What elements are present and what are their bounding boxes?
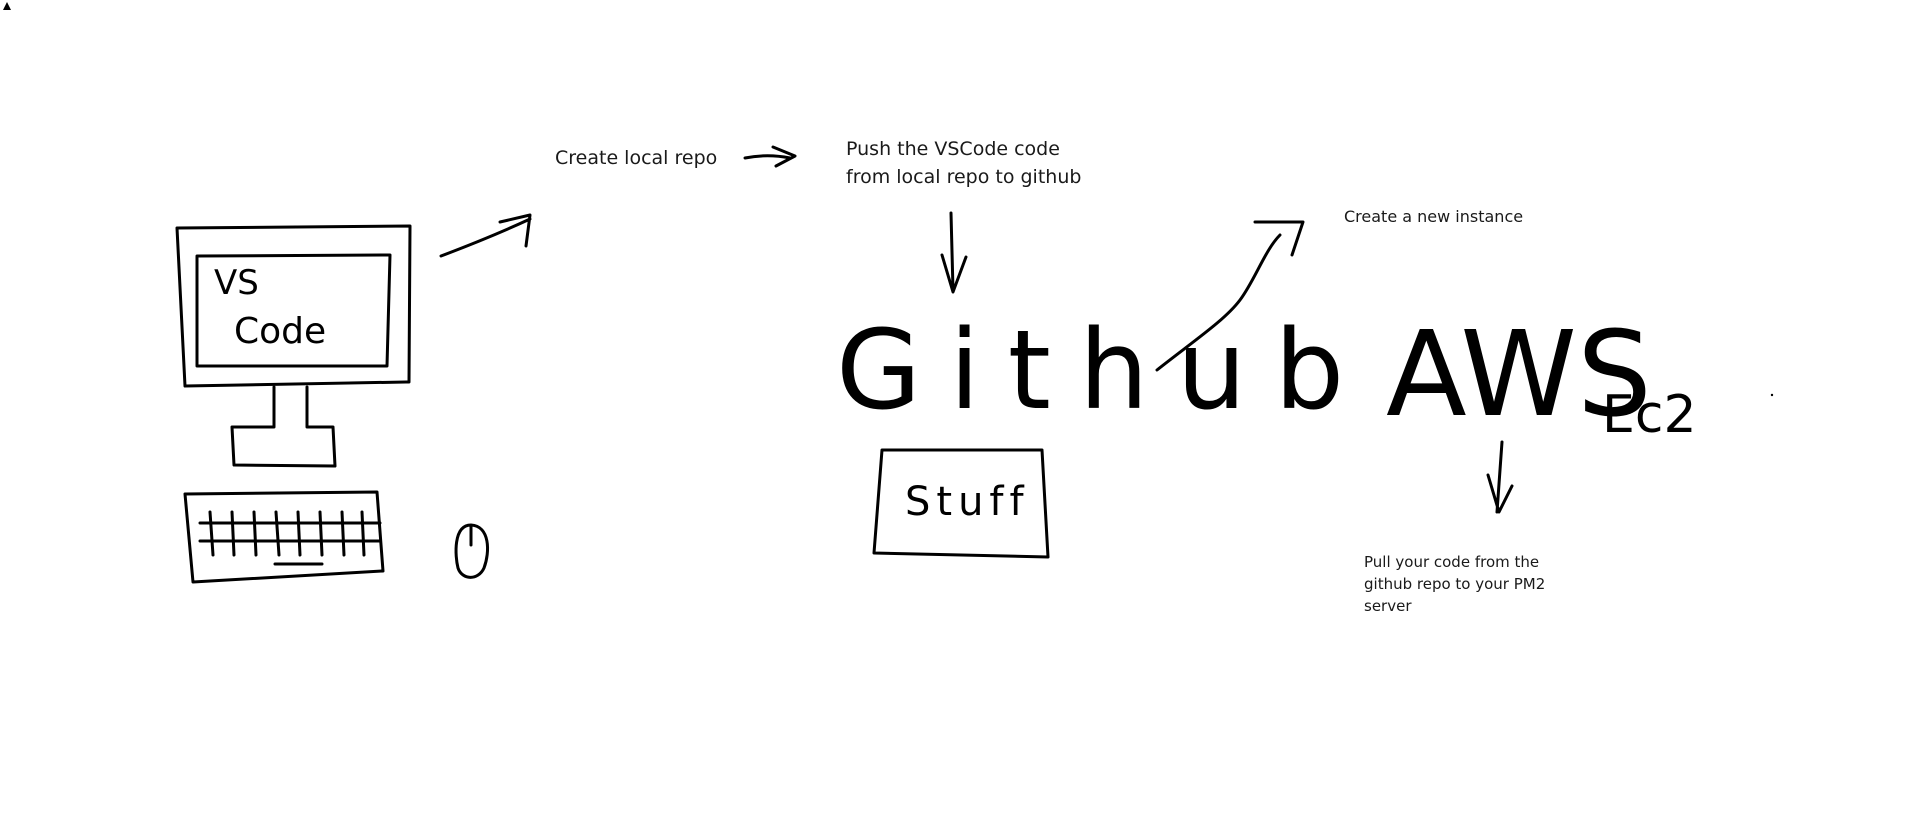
monitor-screen [195, 253, 392, 368]
arrow-local-to-push [743, 145, 797, 168]
step-pull-line-1: Pull your code from the [1364, 553, 1540, 571]
mouse-drawing [454, 523, 490, 579]
computer-drawing [175, 213, 532, 584]
step-push-line-2: from local repo to github [846, 166, 1082, 188]
stray-dot [1770, 393, 1774, 397]
arrow-push-to-github [940, 211, 968, 294]
keyboard-keys [198, 510, 382, 566]
arrow-to-local-repo [439, 213, 532, 258]
step-push-to-github: Push the VSCode code from local repo to … [846, 135, 1081, 191]
step-pull-code: Pull your code from the github repo to y… [1364, 551, 1545, 617]
step-create-instance: Create a new instance [1344, 207, 1524, 226]
keyboard-outline [183, 490, 385, 584]
stuff-box [872, 448, 1050, 559]
stuff-drawn-label: Stuff [905, 479, 1030, 525]
mouse-cursor-icon [3, 2, 11, 10]
vscode-drawn-label-code: Code [234, 311, 326, 352]
arrow-aws-to-pull [1486, 440, 1514, 514]
vscode-drawn-label-vs: VS [214, 263, 259, 303]
aws-drawn-label: AWS [1386, 305, 1652, 443]
step-pull-line-2: github repo to your PM2 [1364, 575, 1546, 593]
step-create-local-repo: Create local repo [555, 147, 718, 169]
monitor-stand [230, 385, 337, 468]
github-drawn-label: Github [836, 306, 1372, 434]
arrow-github-to-instance [1155, 220, 1305, 372]
step-push-line-1: Push the VSCode code [846, 138, 1060, 160]
monitor-outer [175, 224, 412, 388]
step-pull-line-3: server [1364, 597, 1412, 615]
ec2-drawn-label: Ec2 [1602, 385, 1697, 445]
